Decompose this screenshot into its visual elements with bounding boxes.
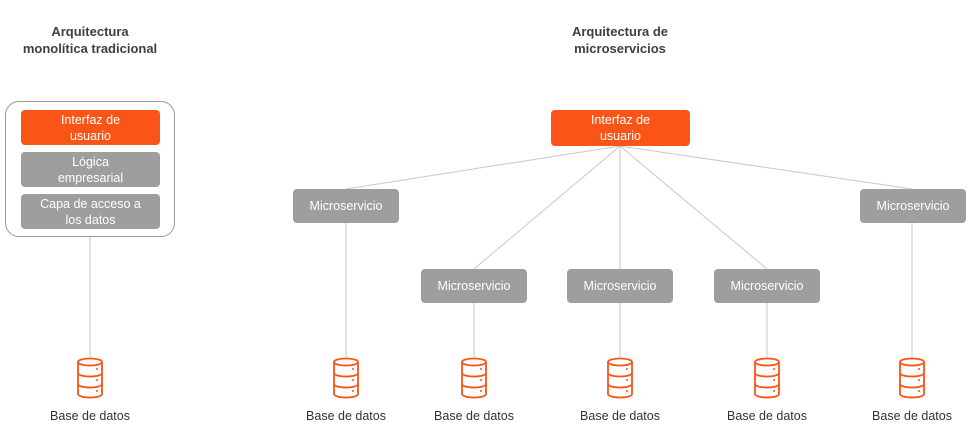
microservice-box: Microservicio (293, 189, 399, 223)
microservice-box: Microservicio (860, 189, 966, 223)
mono-ui-layer: Interfaz de usuario (21, 110, 160, 145)
database-icon (77, 357, 103, 399)
mono-business-logic-layer: Lógica empresarial (21, 152, 160, 187)
database-icon (754, 357, 780, 399)
database-icon (333, 357, 359, 399)
database-label: Base de datos (306, 409, 386, 423)
database-label: Base de datos (727, 409, 807, 423)
monolithic-title: Arquitectura monolítica tradicional (22, 24, 158, 56)
microservices-title: Arquitectura de microservicios (571, 24, 669, 56)
database-label: Base de datos (434, 409, 514, 423)
database-icon (899, 357, 925, 399)
database-label: Base de datos (580, 409, 660, 423)
ui-service-5-connector (619, 145, 913, 190)
database-label: Base de datos (872, 409, 952, 423)
microservice-box: Microservicio (421, 269, 527, 303)
ui-service-4-connector (619, 145, 768, 270)
ui-service-1-connector (345, 145, 621, 190)
mono-data-access-layer: Capa de acceso a los datos (21, 194, 160, 229)
database-label: Base de datos (50, 409, 130, 423)
microservice-box: Microservicio (714, 269, 820, 303)
ui-service-2-connector (473, 145, 621, 270)
database-icon (461, 357, 487, 399)
database-icon (607, 357, 633, 399)
microservices-ui-box: Interfaz de usuario (551, 110, 690, 146)
microservice-box: Microservicio (567, 269, 673, 303)
